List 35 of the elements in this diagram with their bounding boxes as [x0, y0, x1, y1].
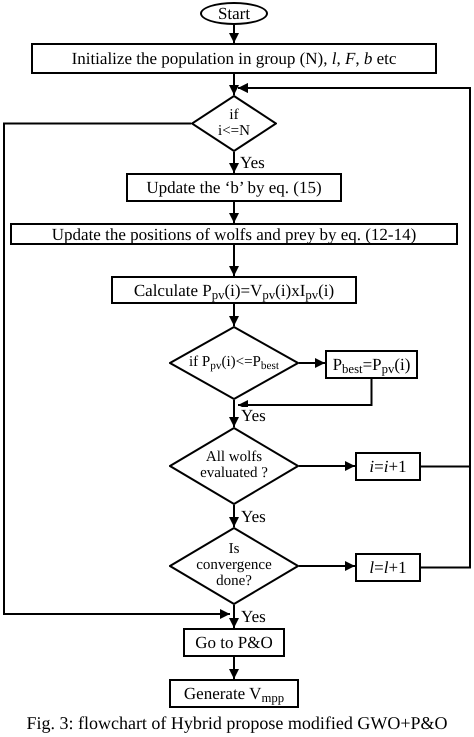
arrow: [238, 83, 471, 568]
arrow: [229, 400, 239, 427]
arrow: [299, 358, 325, 368]
process-box: Initialize the population in group (N), l, F, b etc: [31, 43, 437, 74]
process-box: Update the ‘b’ by eq. (15): [126, 173, 342, 202]
arrow: [299, 561, 355, 571]
arrow: [238, 379, 372, 410]
process-box: Calculate P$_{pv}$(i)=V$_{pv}$(i)xI$_{pv}$(i): [111, 276, 357, 304]
arrow: [299, 461, 355, 471]
arrow: [229, 202, 239, 223]
process-box: l=l+1: [355, 553, 421, 582]
edge-label: Yes: [240, 608, 267, 625]
arrow: [229, 605, 239, 628]
arrow: [229, 505, 239, 527]
arrow: [229, 74, 239, 95]
process-box: Update the positions of wolfs and prey by eq. (12-14): [10, 223, 458, 245]
decision-diamond: if P$_{pv}$(i)<=P$_{best}$: [169, 326, 299, 400]
decision-diamond: All wolfs evaluated ?: [169, 427, 299, 505]
decision-diamond: Is convergence done?: [169, 527, 299, 605]
terminal-oval: Start: [200, 2, 268, 25]
figure-caption: Fig. 3: flowchart of Hybrid propose modified GWO+P&O: [25, 714, 449, 732]
arrow: [229, 304, 239, 326]
process-box: Generate V$_{mpp}$: [169, 679, 299, 708]
edge-label: Yes: [240, 407, 267, 424]
arrow: [229, 152, 239, 173]
process-box: P$_{best}$=P$_{pv}$(i): [325, 350, 418, 379]
decision-diamond: if i<=N: [191, 95, 277, 152]
arrow: [229, 657, 239, 679]
edge-label: Yes: [240, 508, 267, 525]
process-box: i=i+1: [355, 452, 421, 481]
arrow: [229, 25, 239, 43]
arrow: [3, 122, 230, 619]
arrow: [229, 245, 239, 276]
process-box: Go to P&O: [183, 628, 285, 657]
edge-label: Yes: [239, 154, 266, 171]
